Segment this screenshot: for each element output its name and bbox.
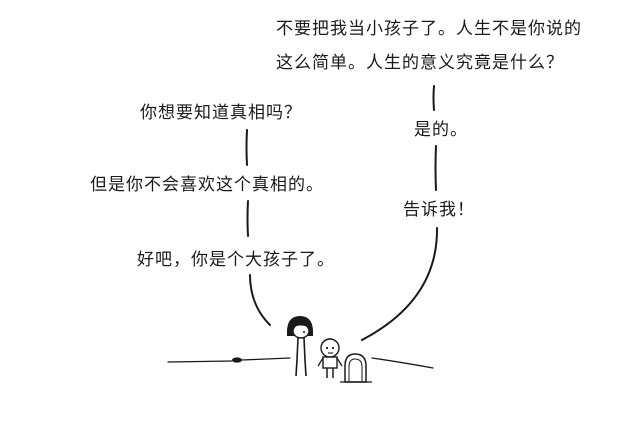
child-eye-right [331, 346, 335, 350]
child-speech-1: 不要把我当小孩子了。人生不是你说的 [276, 19, 582, 39]
child-hair [321, 338, 333, 344]
adult-leg-right [304, 359, 307, 377]
adult-fringe [292, 320, 310, 328]
child-arm-right [336, 357, 343, 367]
child-speech-2: 这么简单。人生的意义究竟是什么？ [276, 53, 564, 73]
adult-body [296, 337, 299, 361]
adult-speech-2: 但是你不会喜欢这个真相的。 [90, 175, 324, 195]
child-eye-left [325, 346, 329, 350]
tombstone [340, 353, 372, 383]
child-speech-3: 是的。 [414, 120, 468, 140]
adult-speech-tails [245, 129, 271, 326]
adult-speech-1: 你想要知道真相吗？ [140, 103, 302, 123]
child-figure [317, 338, 343, 378]
adult-body-edge [303, 337, 306, 361]
ground-line-middle [241, 357, 291, 361]
child-tail-segment-1 [432, 85, 435, 111]
tombstone-outline [344, 353, 367, 383]
child-body [322, 356, 338, 369]
adult-tail-segment-3 [249, 274, 271, 326]
child-tail-segment-3 [361, 227, 439, 341]
child-speech-4: 告诉我！ [403, 200, 475, 220]
adult-eye [303, 331, 305, 333]
adult-speech-3: 好吧，你是个大孩子了。 [137, 250, 335, 270]
adult-tail-segment-1 [245, 129, 248, 166]
tombstone-inner [348, 358, 363, 382]
child-tail-segment-2 [434, 145, 437, 191]
adult-tail-segment-2 [246, 200, 249, 237]
ground-line-left [167, 360, 233, 363]
child-arm-left [317, 357, 324, 367]
ground-line-right [371, 357, 434, 369]
child-speech-tails [361, 85, 439, 341]
adult-figure [287, 316, 313, 377]
ground-pebble [232, 357, 242, 363]
ground [167, 357, 434, 369]
adult-leg-left [295, 359, 298, 377]
